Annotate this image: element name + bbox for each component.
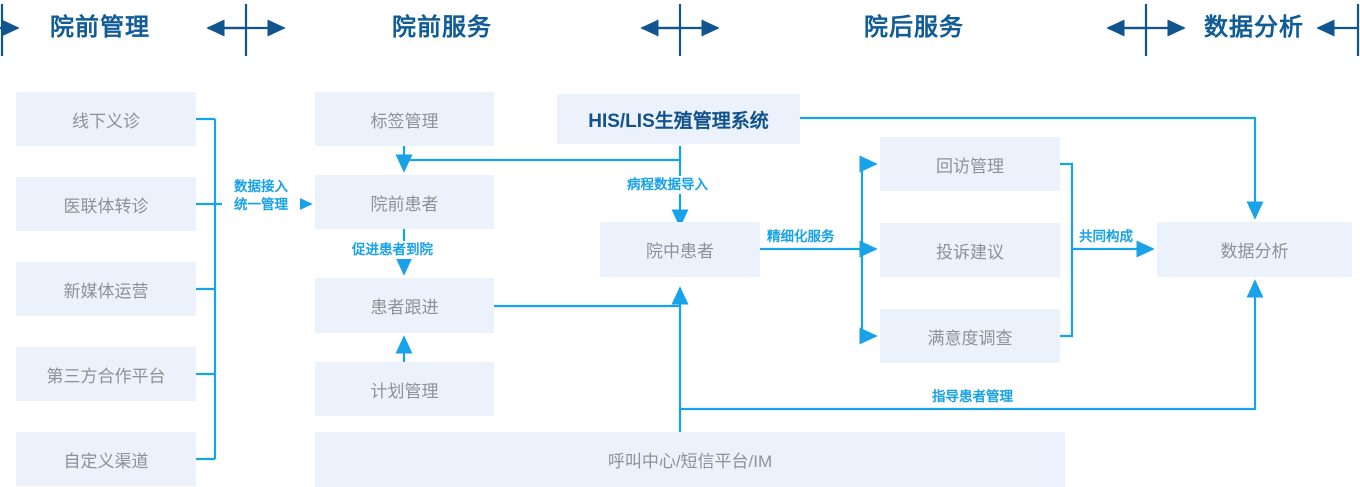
node-label: 数据分析 [1220, 242, 1289, 261]
node-label: 院前患者 [370, 194, 439, 214]
node-label: HIS/LIS生殖管理系统 [588, 110, 769, 132]
node-satisfaction-survey[interactable]: 满意度调查 [880, 309, 1060, 363]
node-call-center-sms-im[interactable]: 呼叫中心/短信平台/IM [315, 432, 1065, 487]
node-patient-followup[interactable]: 患者跟进 [315, 278, 494, 333]
node-label: 院中患者 [646, 242, 714, 261]
node-offline-clinic[interactable]: 线下义诊 [16, 92, 196, 146]
node-custom-channel[interactable]: 自定义渠道 [16, 432, 196, 486]
edge-label-promote-arrival: 促进患者到院 [349, 241, 436, 260]
edge-label-refined-service: 精细化服务 [764, 228, 838, 247]
node-label: 第三方合作平台 [46, 366, 166, 386]
phase-title-pre-admission-service: 院前服务 [392, 14, 492, 41]
node-label: 医联体转诊 [63, 196, 149, 216]
node-data-analysis[interactable]: 数据分析 [1157, 222, 1352, 277]
edge-label-line-1: 数据接入 [222, 178, 300, 197]
node-label: 患者跟进 [370, 298, 439, 317]
phase-title-pre-admission-management: 院前管理 [50, 14, 150, 41]
node-label: 新媒体运营 [63, 281, 149, 301]
edge-label-line-2: 统一管理 [222, 196, 300, 215]
node-followup-visit-management[interactable]: 回访管理 [880, 137, 1060, 191]
phase-title-data-analysis: 数据分析 [1204, 14, 1304, 41]
node-new-media-operation[interactable]: 新媒体运营 [16, 262, 196, 316]
node-plan-management[interactable]: 计划管理 [315, 362, 494, 416]
node-label: 回访管理 [936, 156, 1004, 176]
edge-label-jointly-compose: 共同构成 [1076, 228, 1136, 247]
node-tag-management[interactable]: 标签管理 [315, 92, 494, 146]
node-label: 标签管理 [370, 111, 439, 131]
node-in-hospital-patient[interactable]: 院中患者 [600, 222, 760, 277]
node-label: 自定义渠道 [63, 451, 149, 471]
edge-label-guide-patient-management: 指导患者管理 [929, 388, 1016, 407]
node-label: 投诉建议 [936, 242, 1004, 262]
node-his-lis-system[interactable]: HIS/LIS生殖管理系统 [557, 94, 800, 144]
phase-title-post-admission-service: 院后服务 [864, 14, 964, 41]
node-label: 线下义诊 [72, 111, 140, 131]
node-third-party-platform[interactable]: 第三方合作平台 [16, 347, 196, 401]
edge-label-course-data-import: 病程数据导入 [624, 176, 711, 195]
node-medical-alliance-referral[interactable]: 医联体转诊 [16, 177, 196, 231]
node-pre-admission-patient[interactable]: 院前患者 [315, 175, 494, 229]
node-label: 计划管理 [370, 381, 439, 401]
edge-label-data-access: 数据接入 统一管理 [222, 178, 300, 215]
node-complaints-suggestions[interactable]: 投诉建议 [880, 223, 1060, 277]
node-label: 满意度调查 [927, 328, 1013, 348]
node-label: 呼叫中心/短信平台/IM [607, 452, 773, 471]
